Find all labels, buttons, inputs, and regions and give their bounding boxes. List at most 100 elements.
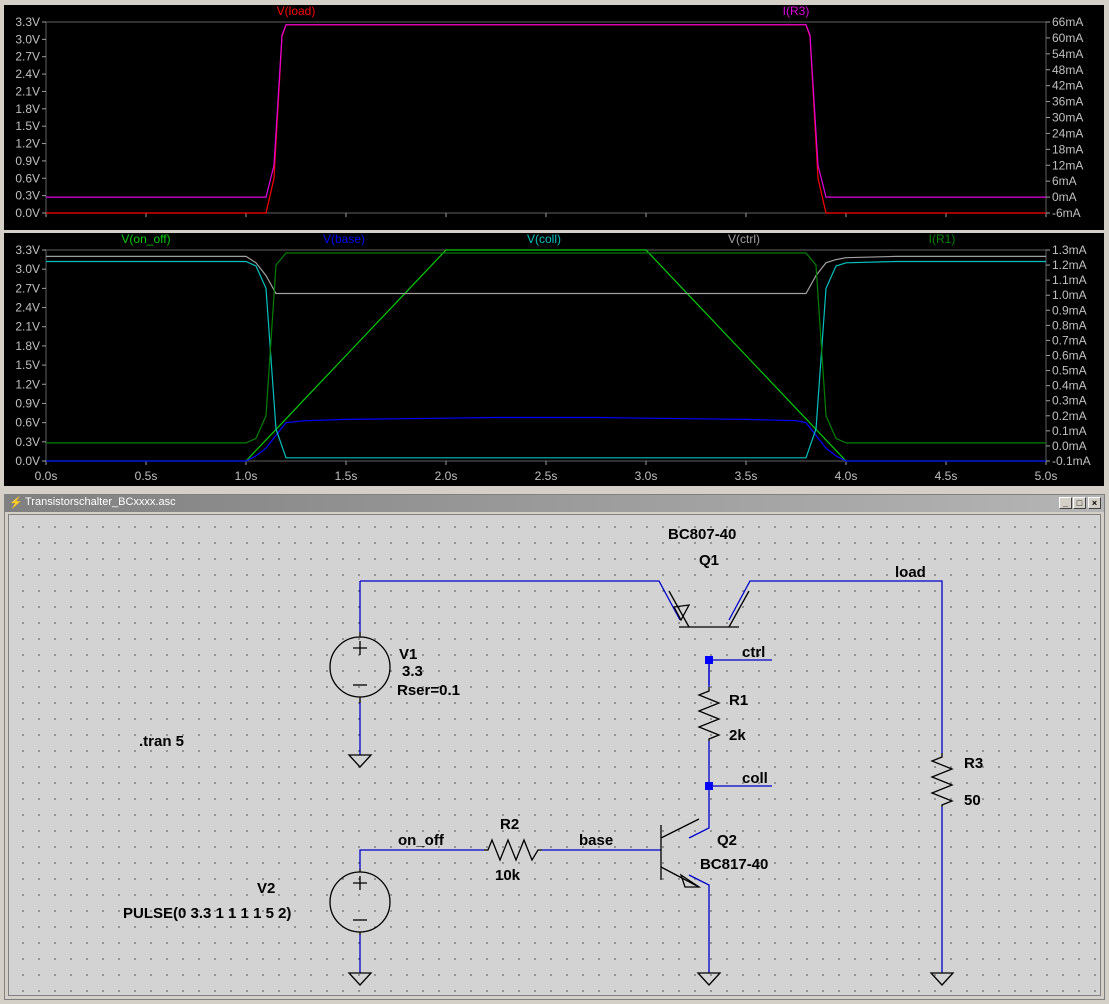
wire-v1-q1 [359,580,681,632]
v1-rser-label: Rser=0.1 [397,682,460,699]
x-tick-label: 3.5s [735,469,758,483]
r1-resistor[interactable] [697,687,721,741]
y-tick-label: 1.2V [15,137,40,151]
r3-value-label: 50 [964,792,981,809]
schematic-window-title: Transistorschalter_BCxxxx.asc [25,496,176,508]
q1-model-label: BC807-40 [668,526,736,543]
waveform-plot[interactable]: 3.3V3.0V2.7V2.4V2.1V1.8V1.5V1.2V0.9V0.6V… [0,0,1109,490]
v1-voltage-source[interactable] [329,632,391,703]
trace-vctrl[interactable] [46,255,1046,295]
net-label-base: base [579,832,613,849]
r2-resistor[interactable] [484,838,542,862]
trace-vcoll[interactable] [46,260,1046,459]
plot-pane-top[interactable] [4,5,1104,230]
y2-tick-label: 1.0mA [1052,288,1087,302]
q2-npn-transistor[interactable] [660,818,702,888]
wire-q2-gnd [688,874,710,973]
y-tick-label: 0.6V [15,171,40,185]
schematic-window[interactable]: ⚡ Transistorschalter_BCxxxx.asc _ □ × [4,494,1105,1000]
schematic-wires [359,580,943,973]
x-tick-label: 4.0s [835,469,858,483]
legend-vctrl[interactable]: V(ctrl) [728,232,760,246]
ground-icon [929,972,955,986]
y-tick-label: 0.6V [15,416,40,430]
y-tick-label: 2.7V [15,50,40,64]
junction-coll [705,782,713,790]
legend-vload[interactable]: V(load) [277,4,316,18]
y-tick-label: 3.0V [15,32,40,46]
y2-tick-label: 42mA [1052,79,1083,93]
y2-tick-label: 0.2mA [1052,409,1087,423]
q1-pnp-transistor[interactable] [668,590,750,628]
v2-voltage-source[interactable] [329,869,391,935]
y2-tick-label: 24mA [1052,126,1083,140]
x-tick-label: 2.5s [535,469,558,483]
q2-name-label: Q2 [717,832,737,849]
r3-resistor[interactable] [930,753,954,807]
r2-name-label: R2 [500,816,519,833]
y2-tick-label: 1.1mA [1052,273,1087,287]
ground-icon [696,972,722,986]
restore-button[interactable]: □ [1073,497,1086,509]
trace-ir1[interactable] [46,252,1046,444]
ground-icon [347,972,373,986]
q2-model-label: BC817-40 [700,856,768,873]
legend-von-off[interactable]: V(on_off) [121,232,170,246]
wire-onoff [359,849,484,869]
y2-tick-label: 6mA [1052,174,1077,188]
y-tick-label: 3.0V [15,262,40,276]
y2-tick-label: 0.9mA [1052,303,1087,317]
wire-q1-load [728,580,943,753]
y2-tick-label: 30mA [1052,111,1083,125]
x-tick-label: 1.0s [235,469,258,483]
v2-name-label: V2 [257,880,275,897]
tran-directive[interactable]: .tran 5 [139,733,184,750]
y-tick-label: 0.3V [15,435,40,449]
y2-tick-label: 54mA [1052,47,1083,61]
y-tick-label: 2.4V [15,301,40,315]
legend-ir1[interactable]: I(R1) [929,232,956,246]
trace-ir3[interactable] [46,24,1046,198]
y-tick-label: 2.7V [15,281,40,295]
y-tick-label: 2.1V [15,320,40,334]
r1-value-label: 2k [729,727,746,744]
r3-name-label: R3 [964,755,983,772]
y-tick-label: 2.1V [15,84,40,98]
y2-tick-label: 0.4mA [1052,379,1087,393]
y2-tick-label: 18mA [1052,142,1083,156]
net-label-on-off: on_off [398,832,445,849]
close-button[interactable]: × [1088,497,1101,509]
net-label-load: load [895,564,926,581]
schematic-canvas[interactable]: BC807-40 Q1 load ctrl R1 2k coll R3 50 V… [8,514,1101,996]
y2-tick-label: 0.3mA [1052,394,1087,408]
y-tick-label: 1.8V [15,339,40,353]
legend-ir3[interactable]: I(R3) [783,4,810,18]
r2-value-label: 10k [495,867,521,884]
y2-tick-label: 1.2mA [1052,258,1087,272]
y-tick-label: 1.5V [15,358,40,372]
y2-tick-label: 60mA [1052,31,1083,45]
y2-tick-label: 66mA [1052,15,1083,29]
r1-name-label: R1 [729,692,748,709]
y2-tick-label: 0.0mA [1052,439,1087,453]
y-tick-label: 0.0V [15,454,40,468]
y2-tick-label: -6mA [1052,206,1081,220]
y2-tick-label: 48mA [1052,63,1083,77]
plot-pane-bottom[interactable] [4,233,1104,486]
ground-icon [347,754,373,768]
legend-vbase[interactable]: V(base) [323,232,365,246]
y2-tick-label: 0.1mA [1052,424,1087,438]
y2-tick-label: 0.7mA [1052,333,1087,347]
v1-value-label: 3.3 [402,663,423,680]
trace-von-off[interactable] [46,249,1046,462]
trace-vbase[interactable] [46,416,1046,462]
schematic-titlebar[interactable]: ⚡ Transistorschalter_BCxxxx.asc _ □ × [5,495,1104,512]
minimize-button[interactable]: _ [1059,497,1072,509]
y-tick-label: 3.3V [15,15,40,29]
legend-vcoll[interactable]: V(coll) [527,232,561,246]
y-tick-label: 1.8V [15,102,40,116]
y2-tick-label: 0.5mA [1052,364,1087,378]
junction-ctrl [705,656,713,664]
y2-tick-label: 12mA [1052,158,1083,172]
